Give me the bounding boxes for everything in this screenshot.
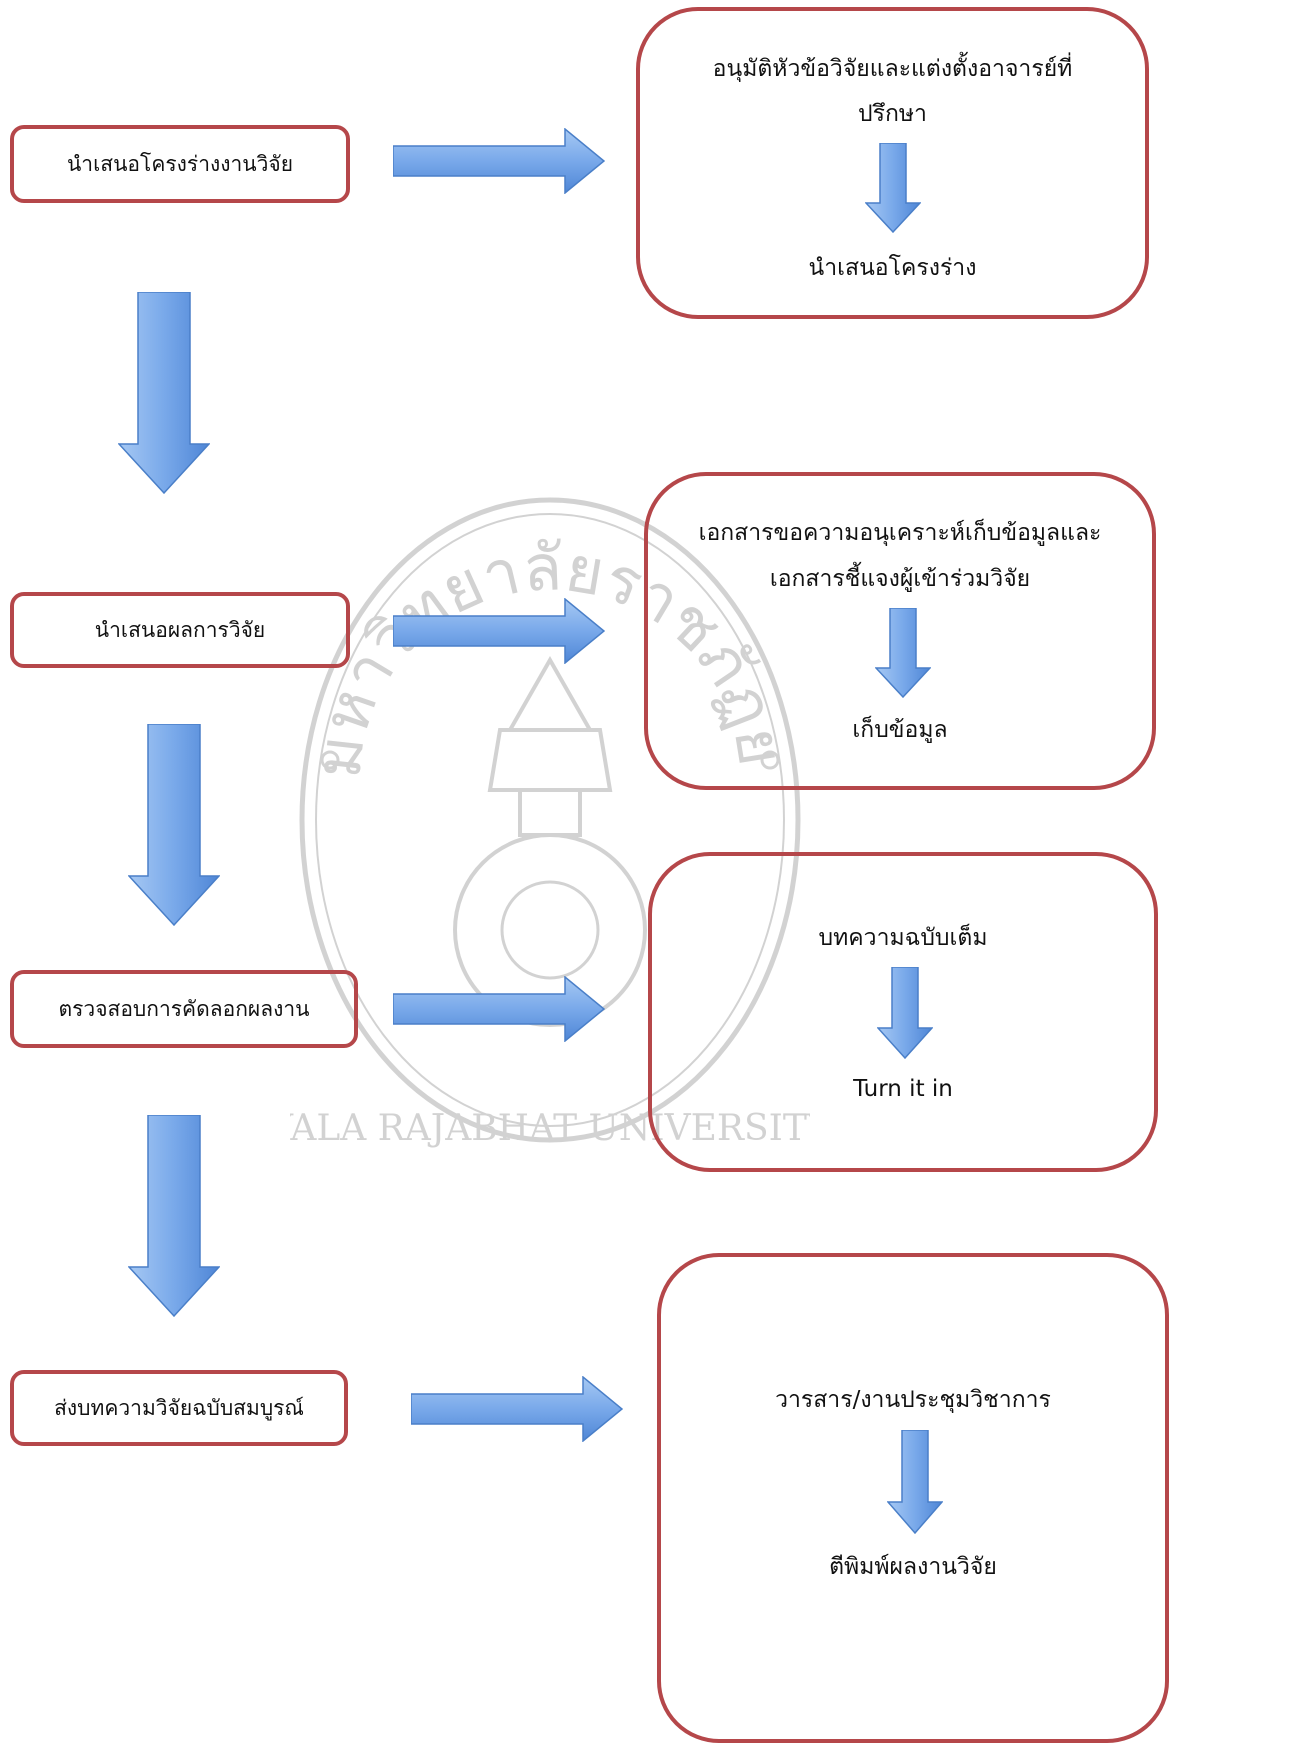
panel-text: เอกสารขอความอนุเคราะห์เก็บข้อมูลและ <box>698 520 1102 546</box>
panel-approval: อนุมัติหัวข้อวิจัยและแต่งตั้งอาจารย์ที่ … <box>636 7 1149 319</box>
down-arrow-icon <box>877 967 933 1059</box>
down-arrow-icon <box>887 1430 943 1534</box>
down-arrow-icon <box>128 1115 220 1317</box>
down-arrow-icon <box>118 292 210 494</box>
step-submit-paper: ส่งบทความวิจัยฉบับสมบูรณ์ <box>10 1370 348 1446</box>
panel-publication: วารสาร/งานประชุมวิชาการ ตีพิมพ์ผลงานวิจั… <box>657 1253 1169 1743</box>
step-plagiarism-check: ตรวจสอบการคัดลอกผลงาน <box>10 970 358 1048</box>
down-arrow-icon <box>128 724 220 926</box>
right-arrow-icon <box>393 598 605 664</box>
right-arrow-icon <box>411 1376 623 1442</box>
step-label: นำเสนอผลการวิจัย <box>94 617 266 642</box>
step-label: ตรวจสอบการคัดลอกผลงาน <box>58 996 310 1021</box>
panel-text: ปรึกษา <box>858 101 927 127</box>
step-present-results: นำเสนอผลการวิจัย <box>10 592 350 668</box>
step-label: นำเสนอโครงร่างงานวิจัย <box>66 151 294 176</box>
panel-text: บทความฉบับเต็ม <box>818 925 988 951</box>
step-label: ส่งบทความวิจัยฉบับสมบูรณ์ <box>54 1395 304 1420</box>
panel-result: นำเสนอโครงร่าง <box>808 255 977 281</box>
step-propose-outline: นำเสนอโครงร่างงานวิจัย <box>10 125 350 203</box>
panel-text: วารสาร/งานประชุมวิชาการ <box>775 1387 1051 1413</box>
right-arrow-icon <box>393 128 605 194</box>
panel-text: เอกสารชี้แจงผู้เข้าร่วมวิจัย <box>769 566 1031 592</box>
watermark-bottom-text: YALA RAJABHAT UNIVERSITY <box>290 1108 810 1149</box>
panel-text: อนุมัติหัวข้อวิจัยและแต่งตั้งอาจารย์ที่ <box>712 56 1073 82</box>
panel-documents: เอกสารขอความอนุเคราะห์เก็บข้อมูลและ เอกส… <box>644 472 1156 790</box>
panel-result: เก็บข้อมูล <box>852 717 948 743</box>
panel-result: Turn it in <box>853 1076 953 1102</box>
down-arrow-icon <box>865 143 921 233</box>
panel-full-paper: บทความฉบับเต็ม Turn it in <box>648 852 1158 1172</box>
panel-result: ตีพิมพ์ผลงานวิจัย <box>829 1554 997 1580</box>
right-arrow-icon <box>393 976 605 1042</box>
down-arrow-icon <box>875 608 931 698</box>
